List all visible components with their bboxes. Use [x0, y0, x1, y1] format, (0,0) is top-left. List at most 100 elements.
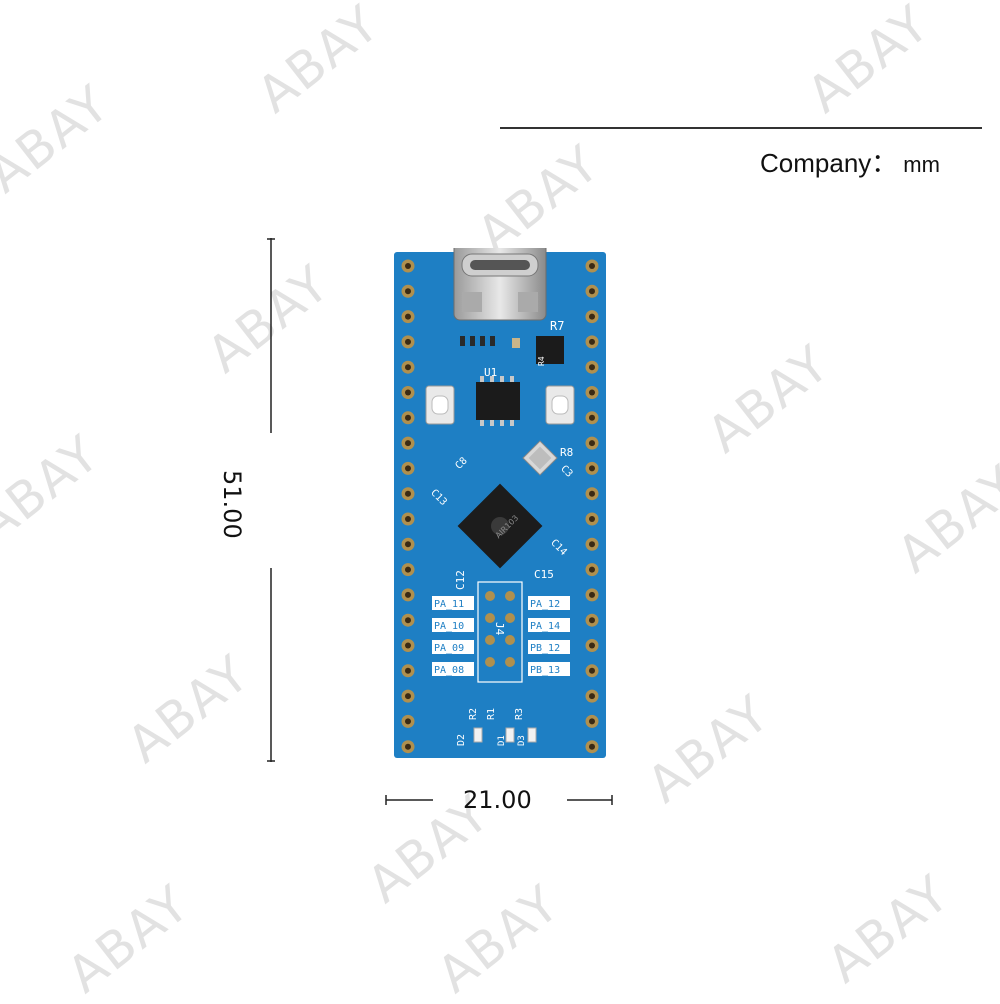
- pin-hole: [405, 465, 411, 472]
- smd-parts-top: [460, 336, 564, 364]
- watermark-text: ABAY: [696, 333, 841, 465]
- header-pin: [485, 635, 495, 645]
- pin-hole: [589, 414, 595, 421]
- label-c12: C12: [454, 570, 467, 590]
- pin-label: PA_08: [434, 665, 464, 676]
- label-d3: D3: [517, 735, 527, 746]
- pin-hole: [589, 263, 595, 269]
- pin-hole: [405, 718, 411, 725]
- pin-hole: [589, 516, 595, 522]
- pin-labels-right: PA_12 PA_14 PB_12 PB_13: [528, 596, 570, 676]
- watermark-text: ABAY: [636, 683, 781, 815]
- pin-hole: [589, 667, 595, 674]
- pin-hole: [405, 288, 411, 295]
- pin-hole: [589, 313, 595, 320]
- watermark-text: ABAY: [0, 423, 111, 555]
- pin-hole: [405, 541, 411, 548]
- unit-label: Company：mm: [760, 143, 940, 180]
- pin-hole: [405, 263, 411, 269]
- u1-chip-icon: [476, 376, 520, 426]
- pin-hole: [405, 743, 411, 750]
- height-dimension-line: [267, 238, 275, 762]
- pin-label: PA_11: [434, 599, 464, 610]
- header-pin: [485, 591, 495, 601]
- pin-label: PA_12: [530, 599, 560, 610]
- width-label: 21.00: [463, 786, 532, 814]
- pin-hole: [589, 693, 595, 700]
- pin-label: PB_12: [530, 643, 560, 654]
- pin-hole: [589, 617, 595, 624]
- pin-hole: [405, 389, 411, 396]
- pin-hole: [589, 288, 595, 295]
- pin-label: PA_14: [530, 621, 560, 632]
- pin-hole: [405, 693, 411, 700]
- pin-hole: [589, 465, 595, 472]
- pin-hole: [405, 338, 411, 345]
- watermark-text: ABAY: [886, 453, 1000, 585]
- pin-hole: [589, 541, 595, 548]
- pin-column-left: [401, 259, 415, 754]
- label-r3: R3: [514, 708, 525, 720]
- label-c15: C15: [534, 568, 554, 581]
- pin-hole: [589, 566, 595, 573]
- pin-hole: [405, 566, 411, 573]
- pcb-board: AIR103 R7 U1 R8 C12 C15 C14 C13 C3 C8 R4…: [394, 248, 606, 758]
- led-icons: [473, 727, 537, 743]
- pin-hole: [405, 364, 411, 371]
- watermark-text: ABAY: [0, 73, 121, 205]
- pin-hole: [589, 591, 595, 598]
- reset-button-icon: [545, 385, 575, 425]
- watermark-text: ABAY: [466, 133, 611, 265]
- pin-hole: [589, 440, 595, 447]
- pin-hole: [589, 490, 595, 497]
- header-pin: [505, 591, 515, 601]
- pin-hole: [405, 617, 411, 624]
- pin-hole: [405, 516, 411, 522]
- usb-c-connector-icon: [453, 248, 547, 321]
- watermark-text: ABAY: [56, 873, 201, 1004]
- pin-hole: [589, 743, 595, 750]
- unit-value: mm: [903, 152, 940, 177]
- label-j4: J4: [493, 622, 506, 636]
- header-pin: [485, 613, 495, 623]
- pin-hole: [589, 642, 595, 649]
- width-dimension-line: [385, 795, 613, 805]
- watermark-text: ABAY: [796, 0, 941, 125]
- pin-label: PA_09: [434, 643, 464, 654]
- watermark-text: ABAY: [816, 863, 961, 995]
- mcu-chip-icon: [457, 483, 543, 569]
- label-d1: D1: [497, 735, 507, 746]
- watermark-text: ABAY: [246, 0, 391, 125]
- pin-label: PB_13: [530, 665, 560, 676]
- header-pin: [505, 635, 515, 645]
- header-rule: [500, 127, 982, 129]
- pin-hole: [405, 490, 411, 497]
- pin-hole: [405, 591, 411, 598]
- header-pin: [505, 613, 515, 623]
- pin-hole: [405, 440, 411, 447]
- crystal-icon: [522, 440, 558, 476]
- pin-labels-left: PA_11 PA_10 PA_09 PA_08: [432, 596, 474, 676]
- label-d2: D2: [456, 734, 467, 746]
- pin-hole: [589, 338, 595, 345]
- header-pin: [505, 657, 515, 667]
- pin-hole: [589, 364, 595, 371]
- boot-button-icon: [425, 385, 455, 425]
- pin-label: PA_10: [434, 621, 464, 632]
- pin-hole: [405, 313, 411, 320]
- pin-hole: [405, 414, 411, 421]
- label-r2: R2: [468, 708, 479, 720]
- pin-hole: [589, 718, 595, 725]
- header-j4: J4: [477, 581, 523, 683]
- unit-prefix: Company：: [760, 148, 898, 178]
- label-r1: R1: [486, 708, 497, 720]
- pin-hole: [405, 642, 411, 649]
- label-r7: R7: [550, 319, 564, 333]
- height-label: 51.00: [218, 470, 246, 539]
- watermark-text: ABAY: [116, 643, 261, 775]
- label-r8: R8: [560, 446, 573, 459]
- watermark-text: ABAY: [426, 873, 571, 1004]
- label-u1: U1: [484, 366, 497, 379]
- pin-hole: [405, 667, 411, 674]
- pin-hole: [589, 389, 595, 396]
